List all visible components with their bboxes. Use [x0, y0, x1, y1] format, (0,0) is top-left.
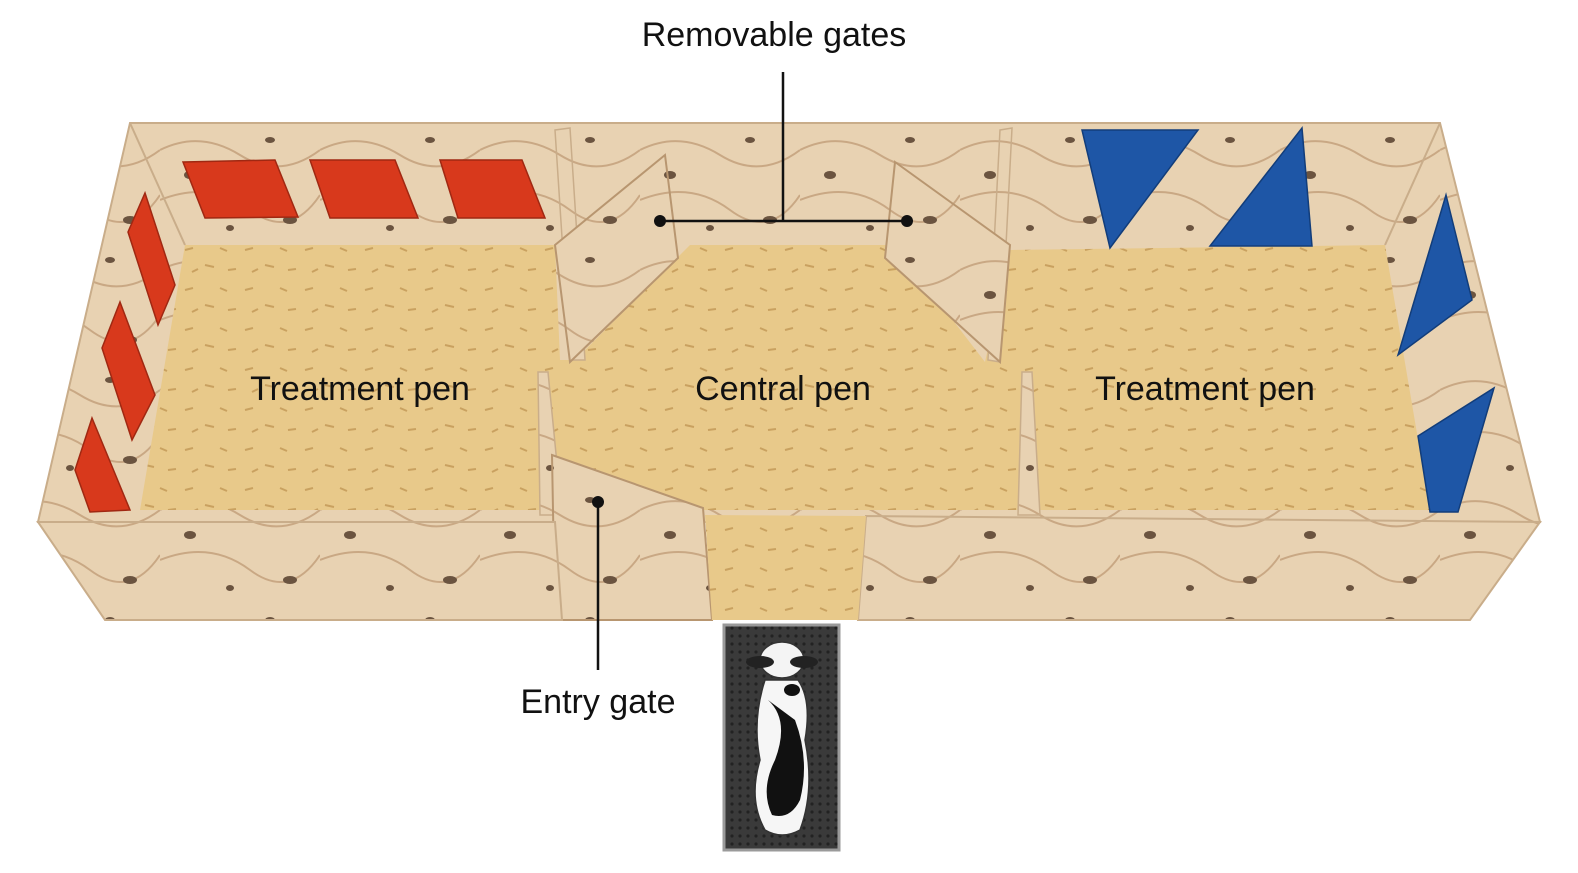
front-walls [36, 514, 1542, 621]
blue-panels [1081, 126, 1496, 513]
pen-walls [36, 122, 1542, 523]
entry-gate-leader [592, 496, 604, 670]
removable-gates-leader [654, 72, 913, 227]
red-panels [74, 159, 547, 513]
label-treatment-pen-right: Treatment pen [1095, 370, 1315, 408]
removable-gates [553, 153, 1012, 365]
removable-gate-right [883, 160, 1012, 365]
removable-gate-left [553, 153, 680, 365]
label-treatment-pen-left: Treatment pen [250, 370, 470, 408]
label-central-pen: Central pen [695, 370, 871, 408]
cow-icon [746, 641, 818, 836]
label-entry-gate: Entry gate [521, 683, 676, 721]
label-removable-gates: Removable gates [642, 16, 907, 54]
